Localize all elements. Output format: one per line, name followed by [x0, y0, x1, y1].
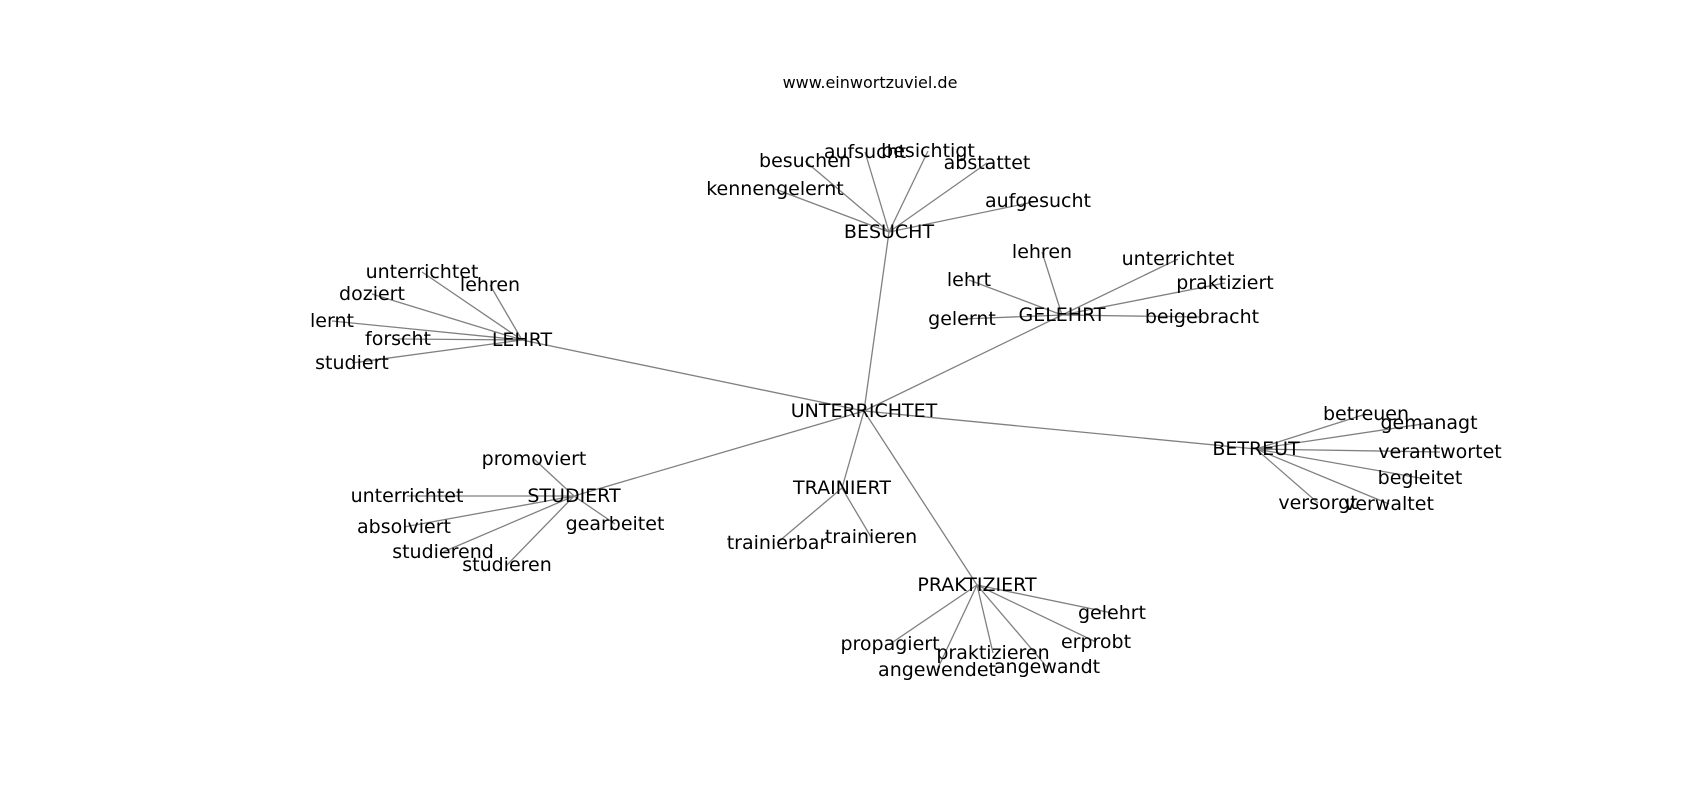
edge-root-praktiziert	[863, 410, 978, 586]
leaf-node-studiert-absolviert: absolviert	[357, 516, 451, 538]
edge-gelehrt-beigebracht	[1061, 314, 1203, 318]
leaf-node-besucht-abstattet: abstattet	[944, 152, 1031, 174]
leaf-node-betreut-begleitet: begleitet	[1378, 467, 1463, 489]
leaf-node-praktiziert-praktizieren: praktizieren	[936, 642, 1049, 664]
leaf-node-gelehrt-praktiziert: praktiziert	[1176, 272, 1273, 294]
edge-root-trainiert	[841, 410, 865, 489]
edge-lehrt-unterrichtet	[421, 271, 523, 341]
edge-gelehrt-lehren	[1041, 251, 1063, 316]
edge-studiert-studierend	[442, 495, 575, 553]
edge-root-gelehrt	[863, 314, 1063, 412]
leaf-node-besucht-kennengelernt: kennengelernt	[706, 178, 844, 200]
group-node-praktiziert: PRAKTIZIERT	[917, 574, 1037, 596]
leaf-node-trainiert-trainieren: trainieren	[825, 526, 917, 548]
leaf-node-lehrt-doziert: doziert	[339, 283, 405, 305]
leaf-node-betreut-gemanagt: gemanagt	[1380, 412, 1477, 434]
leaf-node-praktiziert-propagiert: propagiert	[840, 633, 939, 655]
leaf-node-praktiziert-angewandt: angewandt	[994, 656, 1100, 678]
edge-gelehrt-lehrt	[968, 279, 1063, 316]
edge-lehrt-lernt	[331, 320, 523, 341]
leaf-node-studiert-studieren: studieren	[462, 554, 552, 576]
leaf-node-gelehrt-beigebracht: beigebracht	[1145, 306, 1259, 328]
edge-betreut-begleitet	[1255, 448, 1421, 479]
leaf-node-studiert-gearbeitet: gearbeitet	[566, 513, 665, 535]
leaf-node-trainiert-trainierbar: trainierbar	[727, 532, 828, 554]
edge-praktiziert-erprobt	[976, 584, 1097, 643]
edge-betreut-versorgt	[1255, 448, 1319, 504]
edge-besucht-kennengelernt	[774, 188, 890, 233]
edge-besucht-aufsucht	[864, 151, 890, 233]
group-node-gelehrt: GELEHRT	[1018, 304, 1105, 326]
edge-betreut-verwaltet	[1255, 448, 1390, 505]
group-node-lehrt: LEHRT	[492, 329, 553, 351]
leaf-node-praktiziert-erprobt: erprobt	[1061, 631, 1131, 653]
edge-lehrt-lehren	[489, 284, 523, 341]
edge-studiert-gearbeitet	[573, 495, 616, 525]
edge-gelehrt-gelernt	[961, 314, 1063, 320]
edges-layer	[331, 150, 1441, 671]
leaf-node-betreut-betreuen: betreuen	[1323, 403, 1409, 425]
leaf-node-studiert-promoviert: promoviert	[482, 448, 587, 470]
edge-praktiziert-gelehrt	[976, 584, 1113, 614]
edge-gelehrt-unterrichtet	[1061, 258, 1179, 316]
edge-praktiziert-praktizieren	[976, 584, 994, 654]
edge-trainiert-trainierbar	[776, 487, 843, 544]
edge-gelehrt-praktiziert	[1061, 282, 1226, 316]
edge-studiert-studieren	[506, 495, 575, 566]
edge-studiert-absolviert	[403, 495, 575, 528]
leaf-node-lehrt-studiert: studiert	[315, 352, 389, 374]
group-node-betreut: BETREUT	[1212, 438, 1300, 460]
leaf-node-lehrt-lernt: lernt	[310, 310, 354, 332]
leaf-node-lehrt-lehren: lehren	[460, 274, 520, 296]
edge-trainiert-trainieren	[841, 487, 872, 538]
edge-lehrt-forscht	[397, 338, 523, 341]
edge-studiert-promoviert	[533, 458, 575, 497]
leaf-node-besucht-aufsucht: aufsucht	[824, 141, 906, 163]
leaf-node-besucht-besichtigt: besichtigt	[881, 140, 975, 162]
group-node-besucht: BESUCHT	[844, 221, 935, 243]
site-title: www.einwortzuviel.de	[783, 73, 958, 92]
edge-besucht-aufgesucht	[888, 200, 1039, 233]
leaf-node-gelehrt-unterrichtet: unterrichtet	[1122, 248, 1235, 270]
edge-root-lehrt	[521, 339, 865, 412]
root-node-label: UNTERRICHTET	[791, 400, 938, 422]
edge-root-besucht	[863, 231, 890, 412]
leaf-node-gelehrt-lehrt: lehrt	[947, 269, 991, 291]
group-node-trainiert: TRAINIERT	[792, 477, 891, 499]
leaf-node-lehrt-forscht: forscht	[365, 328, 431, 350]
leaf-node-gelehrt-lehren: lehren	[1012, 241, 1072, 263]
edge-betreut-betreuen	[1255, 413, 1367, 450]
leaf-node-praktiziert-gelehrt: gelehrt	[1078, 602, 1146, 624]
edge-praktiziert-angewandt	[976, 584, 1048, 668]
leaf-node-besucht-besuchen: besuchen	[759, 150, 851, 172]
edge-betreut-verantwortet	[1255, 448, 1441, 453]
edge-besucht-besuchen	[804, 160, 890, 233]
leaf-node-studiert-unterrichtet: unterrichtet	[351, 485, 464, 507]
edge-besucht-abstattet	[888, 162, 988, 233]
leaf-node-betreut-verwaltet: verwaltet	[1344, 493, 1434, 515]
leaf-node-betreut-verantwortet: verantwortet	[1378, 441, 1501, 463]
leaf-node-betreut-versorgt: versorgt	[1278, 492, 1357, 514]
leaf-node-praktiziert-angewendet: angewendet	[878, 659, 996, 681]
group-node-studiert: STUDIERT	[527, 485, 621, 507]
edge-root-studiert	[573, 410, 865, 497]
edge-lehrt-studiert	[351, 339, 523, 364]
leaf-node-gelehrt-gelernt: gelernt	[928, 308, 996, 330]
leaf-node-studiert-studierend: studierend	[392, 541, 494, 563]
edge-lehrt-doziert	[371, 293, 523, 341]
edge-besucht-besichtigt	[888, 150, 929, 233]
edge-praktiziert-angewendet	[936, 584, 978, 671]
leaf-node-besucht-aufgesucht: aufgesucht	[985, 190, 1091, 212]
leaf-node-lehrt-unterrichtet: unterrichtet	[366, 261, 479, 283]
edge-praktiziert-propagiert	[889, 584, 978, 645]
edge-root-betreut	[863, 410, 1257, 450]
edge-betreut-gemanagt	[1255, 422, 1430, 450]
